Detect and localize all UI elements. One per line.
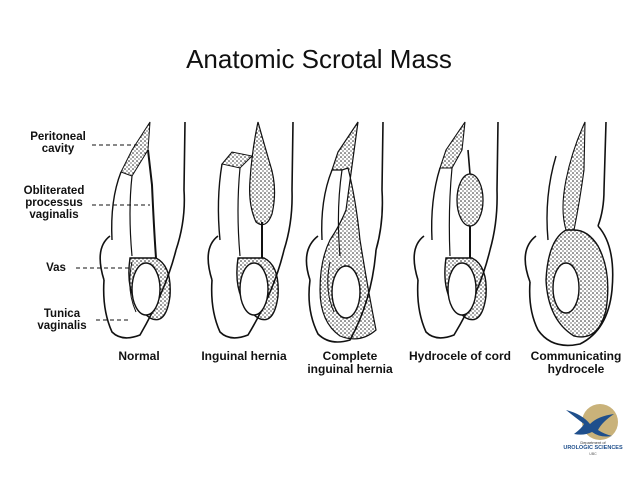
caption-communicating-hydrocele: Communicating hydrocele: [530, 349, 622, 376]
label-leader-lines: [76, 144, 150, 321]
panel-hydrocele-of-cord-illustration: [413, 121, 499, 339]
urologic-sciences-logo: [566, 404, 618, 440]
logo-name: UROLOGIC SCIENCES: [563, 445, 623, 451]
label-tunica-vaginalis: Tunica vaginalis: [37, 308, 87, 332]
label-obliterated-processus-vaginalis: Obliterated processus vaginalis: [23, 185, 85, 221]
slide-title: Anatomic Scrotal Mass: [186, 44, 452, 74]
logo-sub: UBC: [589, 452, 597, 456]
panel-communicating-hydrocele-illustration: [524, 121, 614, 347]
logo-text: Department of UROLOGIC SCIENCES UBC: [552, 440, 634, 457]
logo-dept: Department of: [580, 440, 606, 445]
panel-normal-illustration: [99, 121, 186, 339]
panel-inguinal-hernia-illustration: [207, 121, 294, 339]
panel-complete-inguinal-hernia-illustration: [305, 121, 384, 343]
label-peritoneal-cavity: Peritoneal cavity: [30, 131, 86, 155]
eagle-icon: [566, 410, 614, 437]
caption-complete-inguinal-hernia: Complete inguinal hernia: [307, 349, 393, 376]
caption-inguinal-hernia: Inguinal hernia: [201, 349, 287, 363]
caption-hydrocele-of-cord: Hydrocele of cord: [408, 349, 512, 363]
label-vas: Vas: [46, 262, 66, 274]
caption-normal: Normal: [118, 349, 160, 363]
